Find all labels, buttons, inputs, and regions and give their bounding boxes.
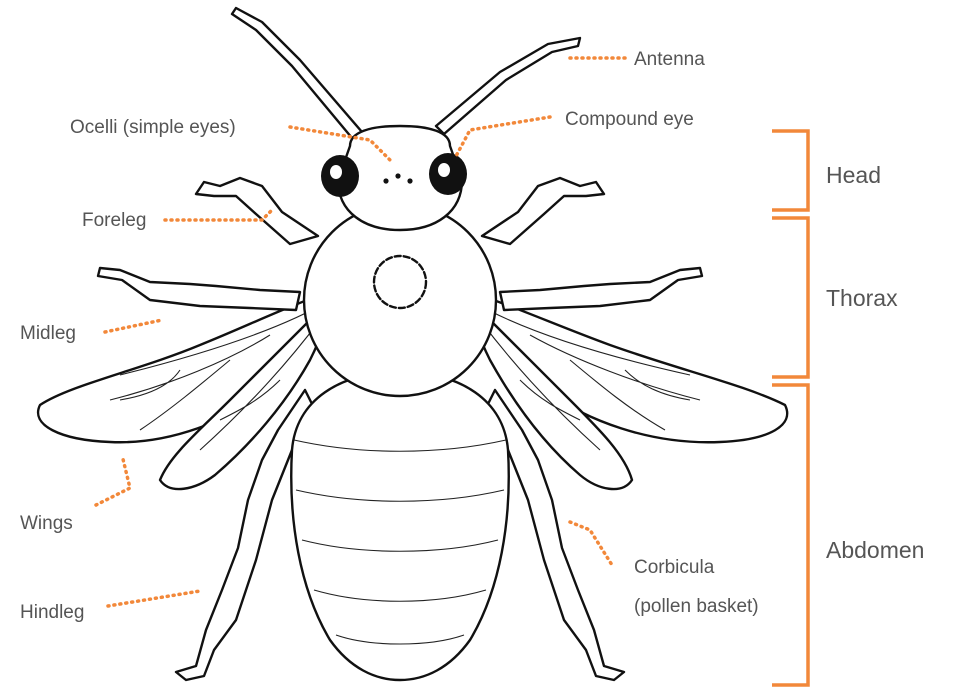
label-foreleg: Foreleg — [82, 210, 146, 231]
label-pollen-basket: (pollen basket) — [634, 596, 759, 617]
label-compound-eye: Compound eye — [565, 109, 694, 130]
label-wings: Wings — [20, 513, 73, 534]
abdomen-drawing — [291, 372, 508, 680]
section-label-thorax: Thorax — [826, 285, 898, 311]
section-labels: Head Thorax Abdomen — [826, 162, 924, 563]
thorax-drawing — [304, 204, 496, 396]
leader-hindleg — [108, 591, 200, 606]
section-label-abdomen: Abdomen — [826, 537, 924, 563]
leader-midleg — [105, 320, 162, 332]
bracket-thorax — [772, 218, 808, 377]
section-label-head: Head — [826, 162, 881, 188]
label-midleg: Midleg — [20, 323, 76, 344]
antennae-drawing — [232, 8, 580, 138]
label-hindleg: Hindleg — [20, 602, 84, 623]
bracket-head — [772, 131, 808, 210]
leader-wings — [96, 455, 130, 505]
leader-compound-eye — [455, 117, 550, 158]
label-antenna: Antenna — [634, 49, 705, 70]
head-drawing — [321, 126, 467, 230]
label-corbicula: Corbicula — [634, 557, 715, 578]
label-ocelli: Ocelli (simple eyes) — [70, 117, 236, 138]
leader-corbicula — [570, 522, 612, 565]
